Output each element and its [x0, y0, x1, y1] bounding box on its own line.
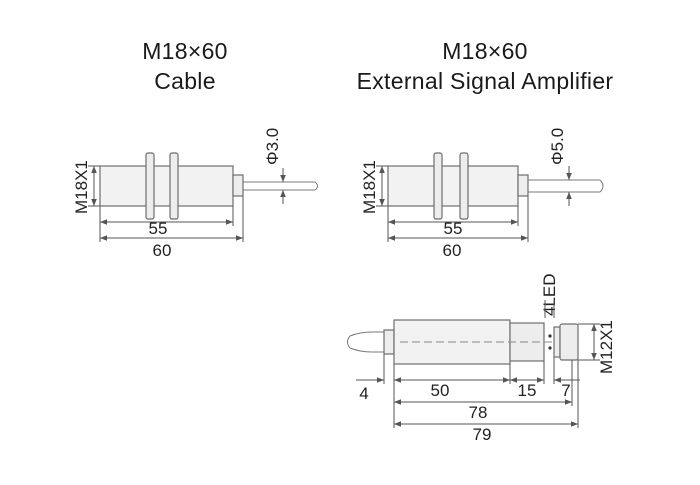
cable-diameter-label: Φ3.0 [263, 128, 282, 165]
sensor-amplifier-drawing: M18X1 Φ5.0 55 60 [360, 128, 604, 260]
dim-60: 60 [153, 241, 172, 260]
diagram-1-title-line2: Cable [154, 68, 216, 94]
amplifier-drawing: 4LED M12X1 4 50 15 7 78 79 [347, 273, 616, 444]
diagram-2-title-line2: External Signal Amplifier [356, 68, 614, 94]
thread-label: M18X1 [360, 160, 379, 214]
nut-2 [169, 152, 179, 220]
dim-60: 60 [443, 241, 462, 260]
dim-4: 4 [359, 384, 368, 403]
sensor-body [387, 165, 519, 207]
diagram-2-title: M18×60 External Signal Amplifier [320, 36, 650, 96]
connector-collar [553, 326, 561, 358]
diagram-1-title-line1: M18×60 [142, 38, 228, 64]
nut-1 [145, 152, 155, 220]
dim-7: 7 [561, 381, 570, 400]
diagram-1-title: M18×60 Cable [80, 36, 290, 96]
diagram-2-title-line1: M18×60 [442, 38, 528, 64]
dim-15: 15 [518, 381, 537, 400]
dim-78: 78 [469, 403, 488, 422]
nut-1 [433, 152, 443, 220]
cable-gland [232, 174, 244, 197]
thread-label: M18X1 [72, 160, 91, 214]
dim-50: 50 [431, 381, 450, 400]
connector-thread-label: M12X1 [597, 320, 616, 374]
dim-55: 55 [444, 219, 463, 238]
nut-2 [459, 152, 469, 220]
sensor-body [99, 165, 234, 207]
dim-55: 55 [149, 219, 168, 238]
cable-gland [517, 174, 529, 197]
sensor-cable-drawing: M18X1 Φ3.0 55 60 [72, 128, 318, 260]
connector-head [559, 323, 579, 361]
cable-gland [383, 329, 395, 355]
cable-diameter-label: Φ5.0 [548, 128, 567, 165]
dim-79: 79 [473, 425, 492, 444]
led-label: 4LED [540, 273, 559, 316]
